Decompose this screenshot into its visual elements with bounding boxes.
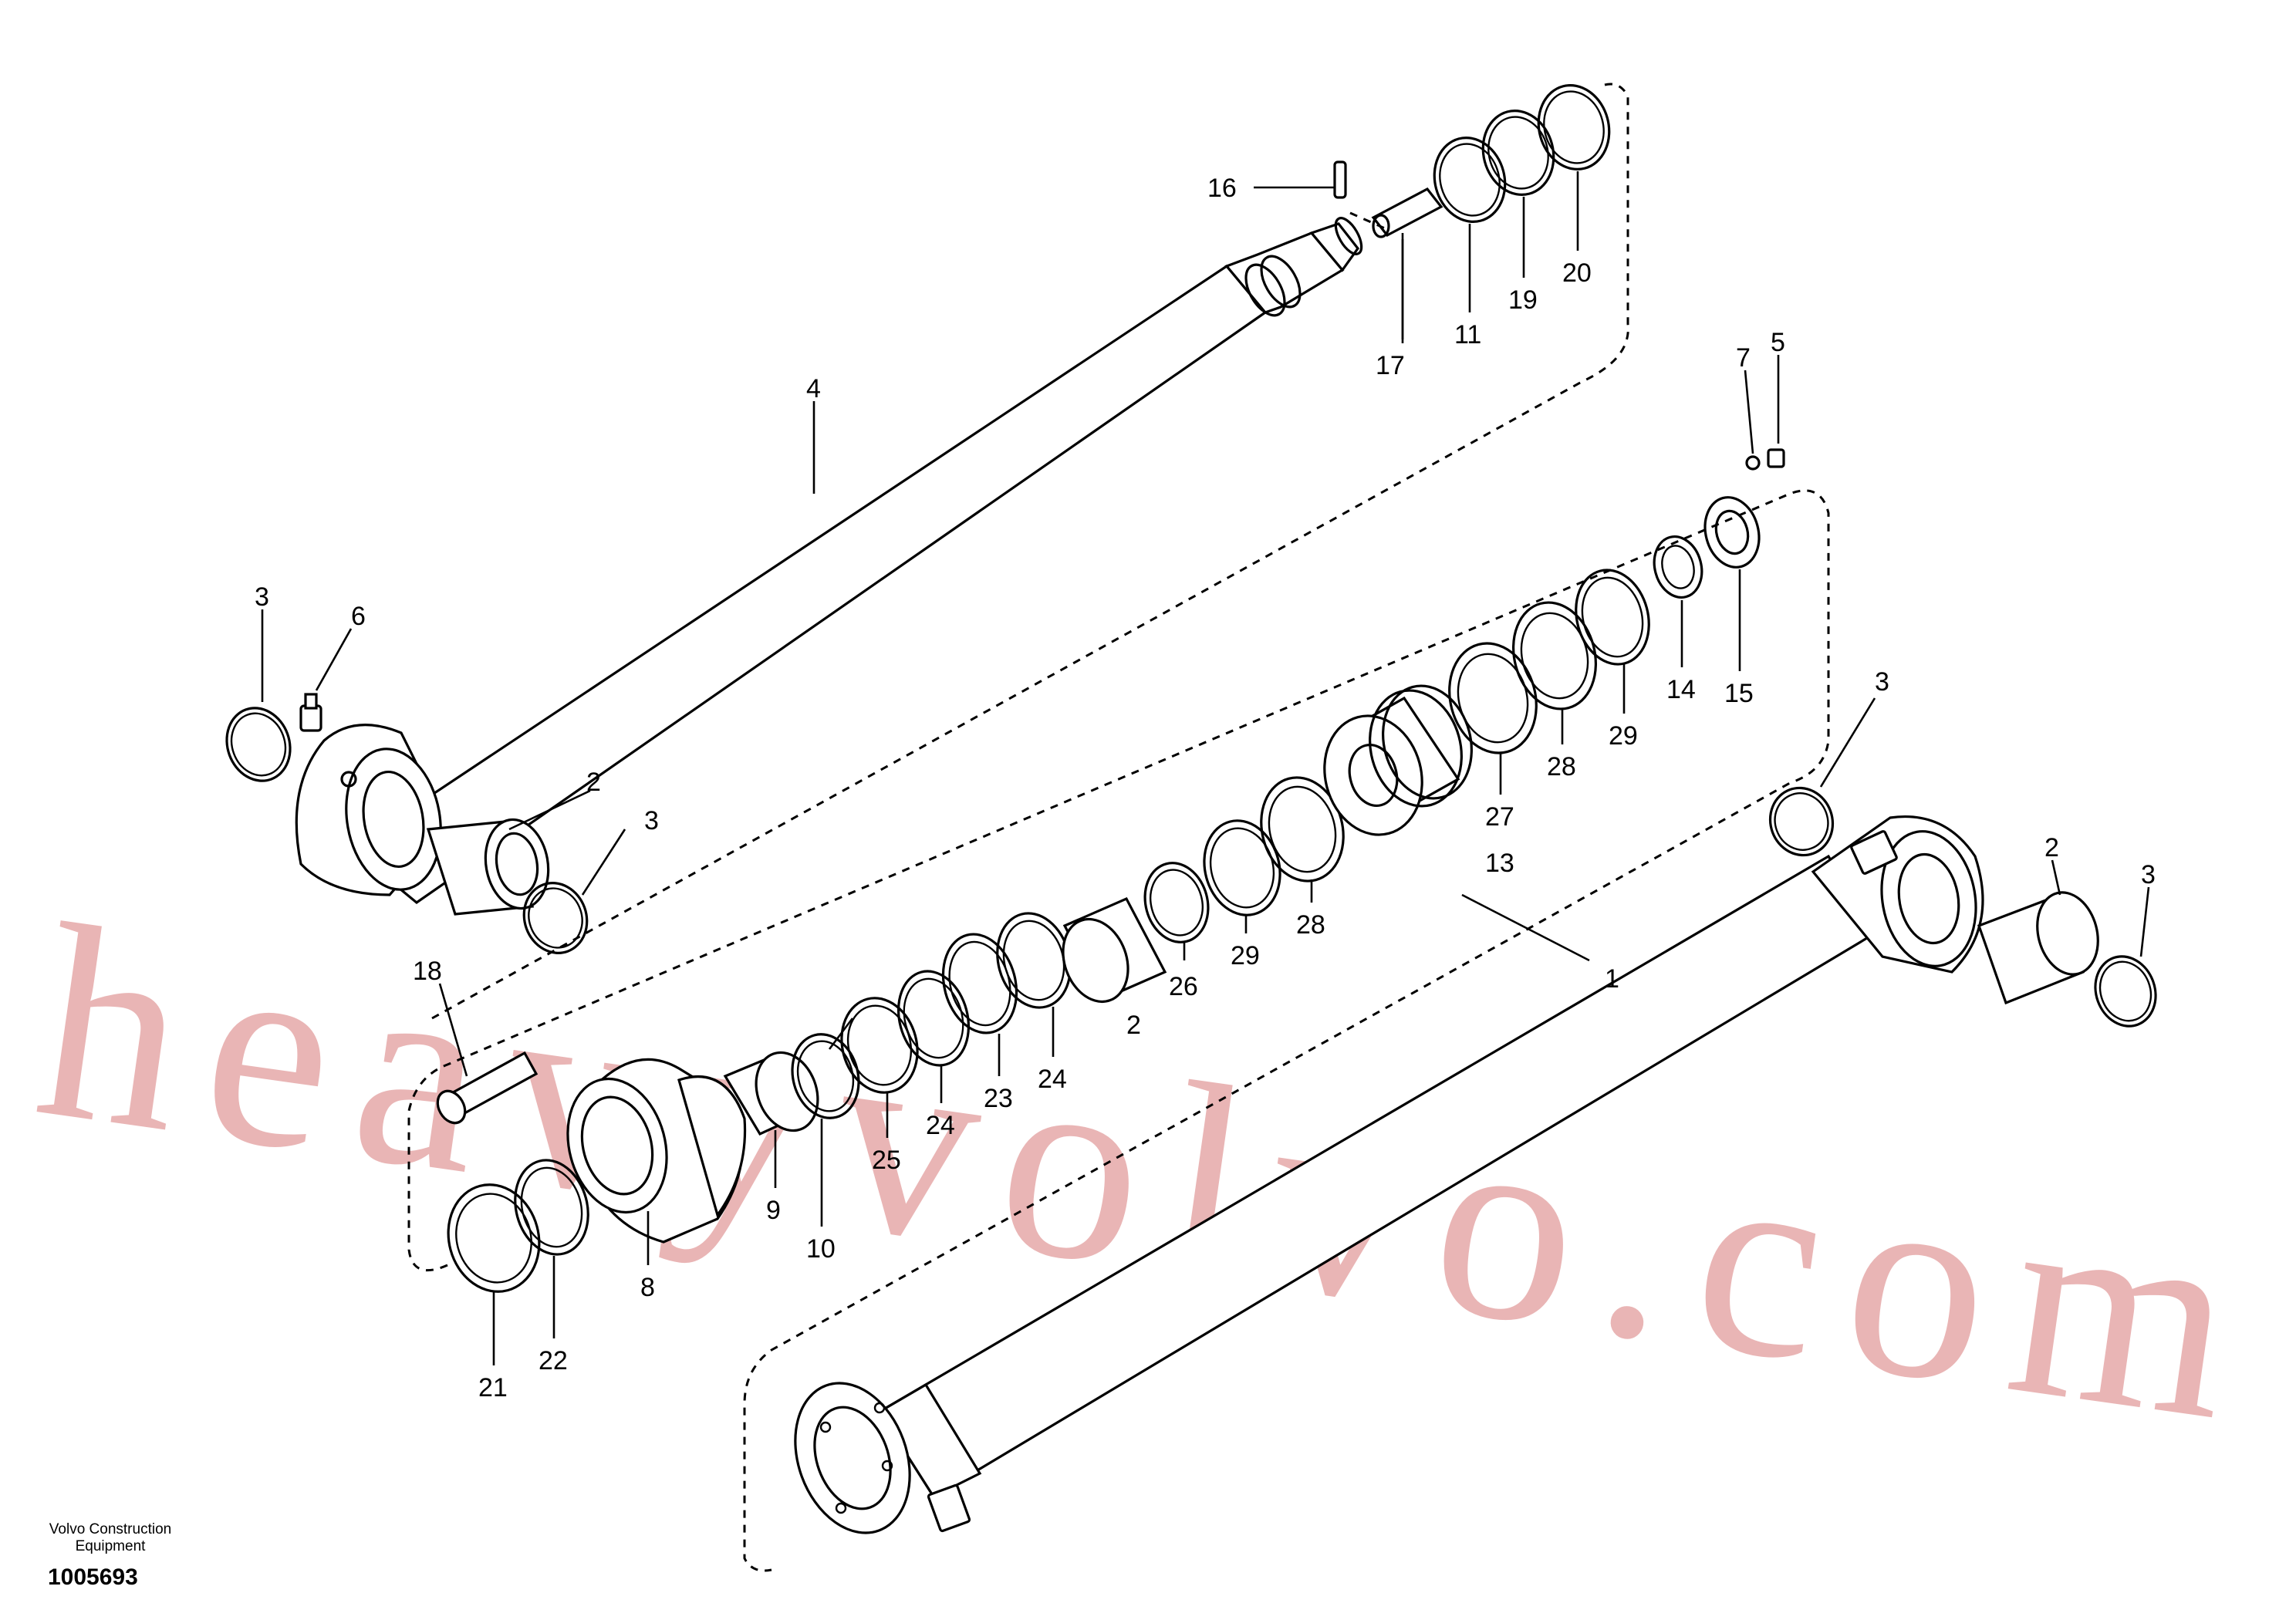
callout-2c: 2 xyxy=(2044,833,2059,862)
snap-ring-3-d xyxy=(2094,955,2157,1028)
ring-22 xyxy=(514,1159,589,1256)
callout-24a: 24 xyxy=(926,1111,955,1140)
ring-26 xyxy=(1143,862,1210,943)
ring-28-b xyxy=(1512,601,1597,710)
rod-cover-8 xyxy=(566,1058,747,1244)
callout-14: 14 xyxy=(1666,675,1696,704)
callouts: 1 2 2 2 3 3 3 3 4 5 6 7 8 9 10 11 13 14 … xyxy=(255,174,2156,1402)
callout-2a: 2 xyxy=(586,768,601,797)
assembly-path-pin xyxy=(1349,211,1386,230)
callout-9: 9 xyxy=(766,1196,781,1225)
callout-3a: 3 xyxy=(255,582,269,612)
callout-25: 25 xyxy=(872,1146,901,1175)
pin-17 xyxy=(1371,187,1443,238)
callout-29b: 29 xyxy=(1609,721,1638,751)
callout-20: 20 xyxy=(1562,258,1592,288)
piston-13 xyxy=(1323,684,1473,836)
snap-ring-3-a xyxy=(225,707,292,782)
callout-13: 13 xyxy=(1485,849,1514,878)
lock-pin-16 xyxy=(1333,160,1347,199)
bolt-18 xyxy=(436,1051,539,1125)
callout-2b: 2 xyxy=(1126,1011,1141,1040)
washer-14 xyxy=(1653,535,1703,599)
manufacturer-label: Volvo Construction Equipment xyxy=(29,1521,191,1555)
callout-22: 22 xyxy=(539,1346,568,1375)
set-screw-5 xyxy=(1767,448,1785,468)
callout-3d: 3 xyxy=(2141,860,2156,889)
callout-3b: 3 xyxy=(644,806,659,835)
ring-20 xyxy=(1537,84,1611,170)
manufacturer-line-1: Volvo Construction xyxy=(49,1521,172,1537)
callout-8: 8 xyxy=(640,1273,655,1302)
ball-7 xyxy=(1745,455,1761,471)
callout-19: 19 xyxy=(1508,285,1538,315)
assembly-path-rod xyxy=(431,83,1629,1020)
ring-28-a xyxy=(1260,776,1345,883)
ring-19 xyxy=(1481,110,1555,196)
callout-18: 18 xyxy=(413,957,442,986)
callout-29a: 29 xyxy=(1231,941,1260,970)
ring-25 xyxy=(840,997,919,1094)
callout-6: 6 xyxy=(351,602,366,631)
nut-15 xyxy=(1703,496,1761,569)
callout-28a: 28 xyxy=(1296,910,1325,940)
callout-24b: 24 xyxy=(1038,1065,1067,1094)
drawing-number: 1005693 xyxy=(48,1564,138,1590)
piston-rod xyxy=(295,217,1363,905)
bushing-2-mid xyxy=(1062,896,1167,1004)
callout-5: 5 xyxy=(1771,328,1785,357)
callout-17: 17 xyxy=(1376,351,1405,380)
callout-16: 16 xyxy=(1207,174,1237,203)
callout-27: 27 xyxy=(1485,802,1514,832)
ring-29-b xyxy=(1575,569,1650,666)
ring-27 xyxy=(1448,642,1538,754)
callout-21: 21 xyxy=(478,1373,508,1402)
leader-lines xyxy=(261,171,2150,1365)
bushing-9 xyxy=(723,1051,819,1136)
callout-7: 7 xyxy=(1736,343,1751,373)
callout-1: 1 xyxy=(1605,964,1619,994)
ring-11 xyxy=(1433,137,1507,223)
assembly-path-piston xyxy=(407,489,1830,1572)
bushing-2-head xyxy=(1977,891,2099,1005)
snap-ring-3-b xyxy=(522,882,589,954)
callout-10: 10 xyxy=(806,1234,836,1264)
callout-23: 23 xyxy=(984,1084,1013,1113)
callout-28b: 28 xyxy=(1547,752,1576,781)
manufacturer-line-2: Equipment xyxy=(75,1538,146,1554)
snap-ring-3-c xyxy=(1768,786,1835,857)
grease-nipple-6 xyxy=(299,693,322,732)
bushing-2-rod xyxy=(426,818,550,916)
callout-26: 26 xyxy=(1169,972,1198,1001)
callout-11: 11 xyxy=(1454,320,1481,349)
callout-3c: 3 xyxy=(1875,667,1889,697)
callout-15: 15 xyxy=(1724,679,1754,708)
callout-4: 4 xyxy=(806,374,821,403)
cylinder-tube xyxy=(794,815,1984,1534)
